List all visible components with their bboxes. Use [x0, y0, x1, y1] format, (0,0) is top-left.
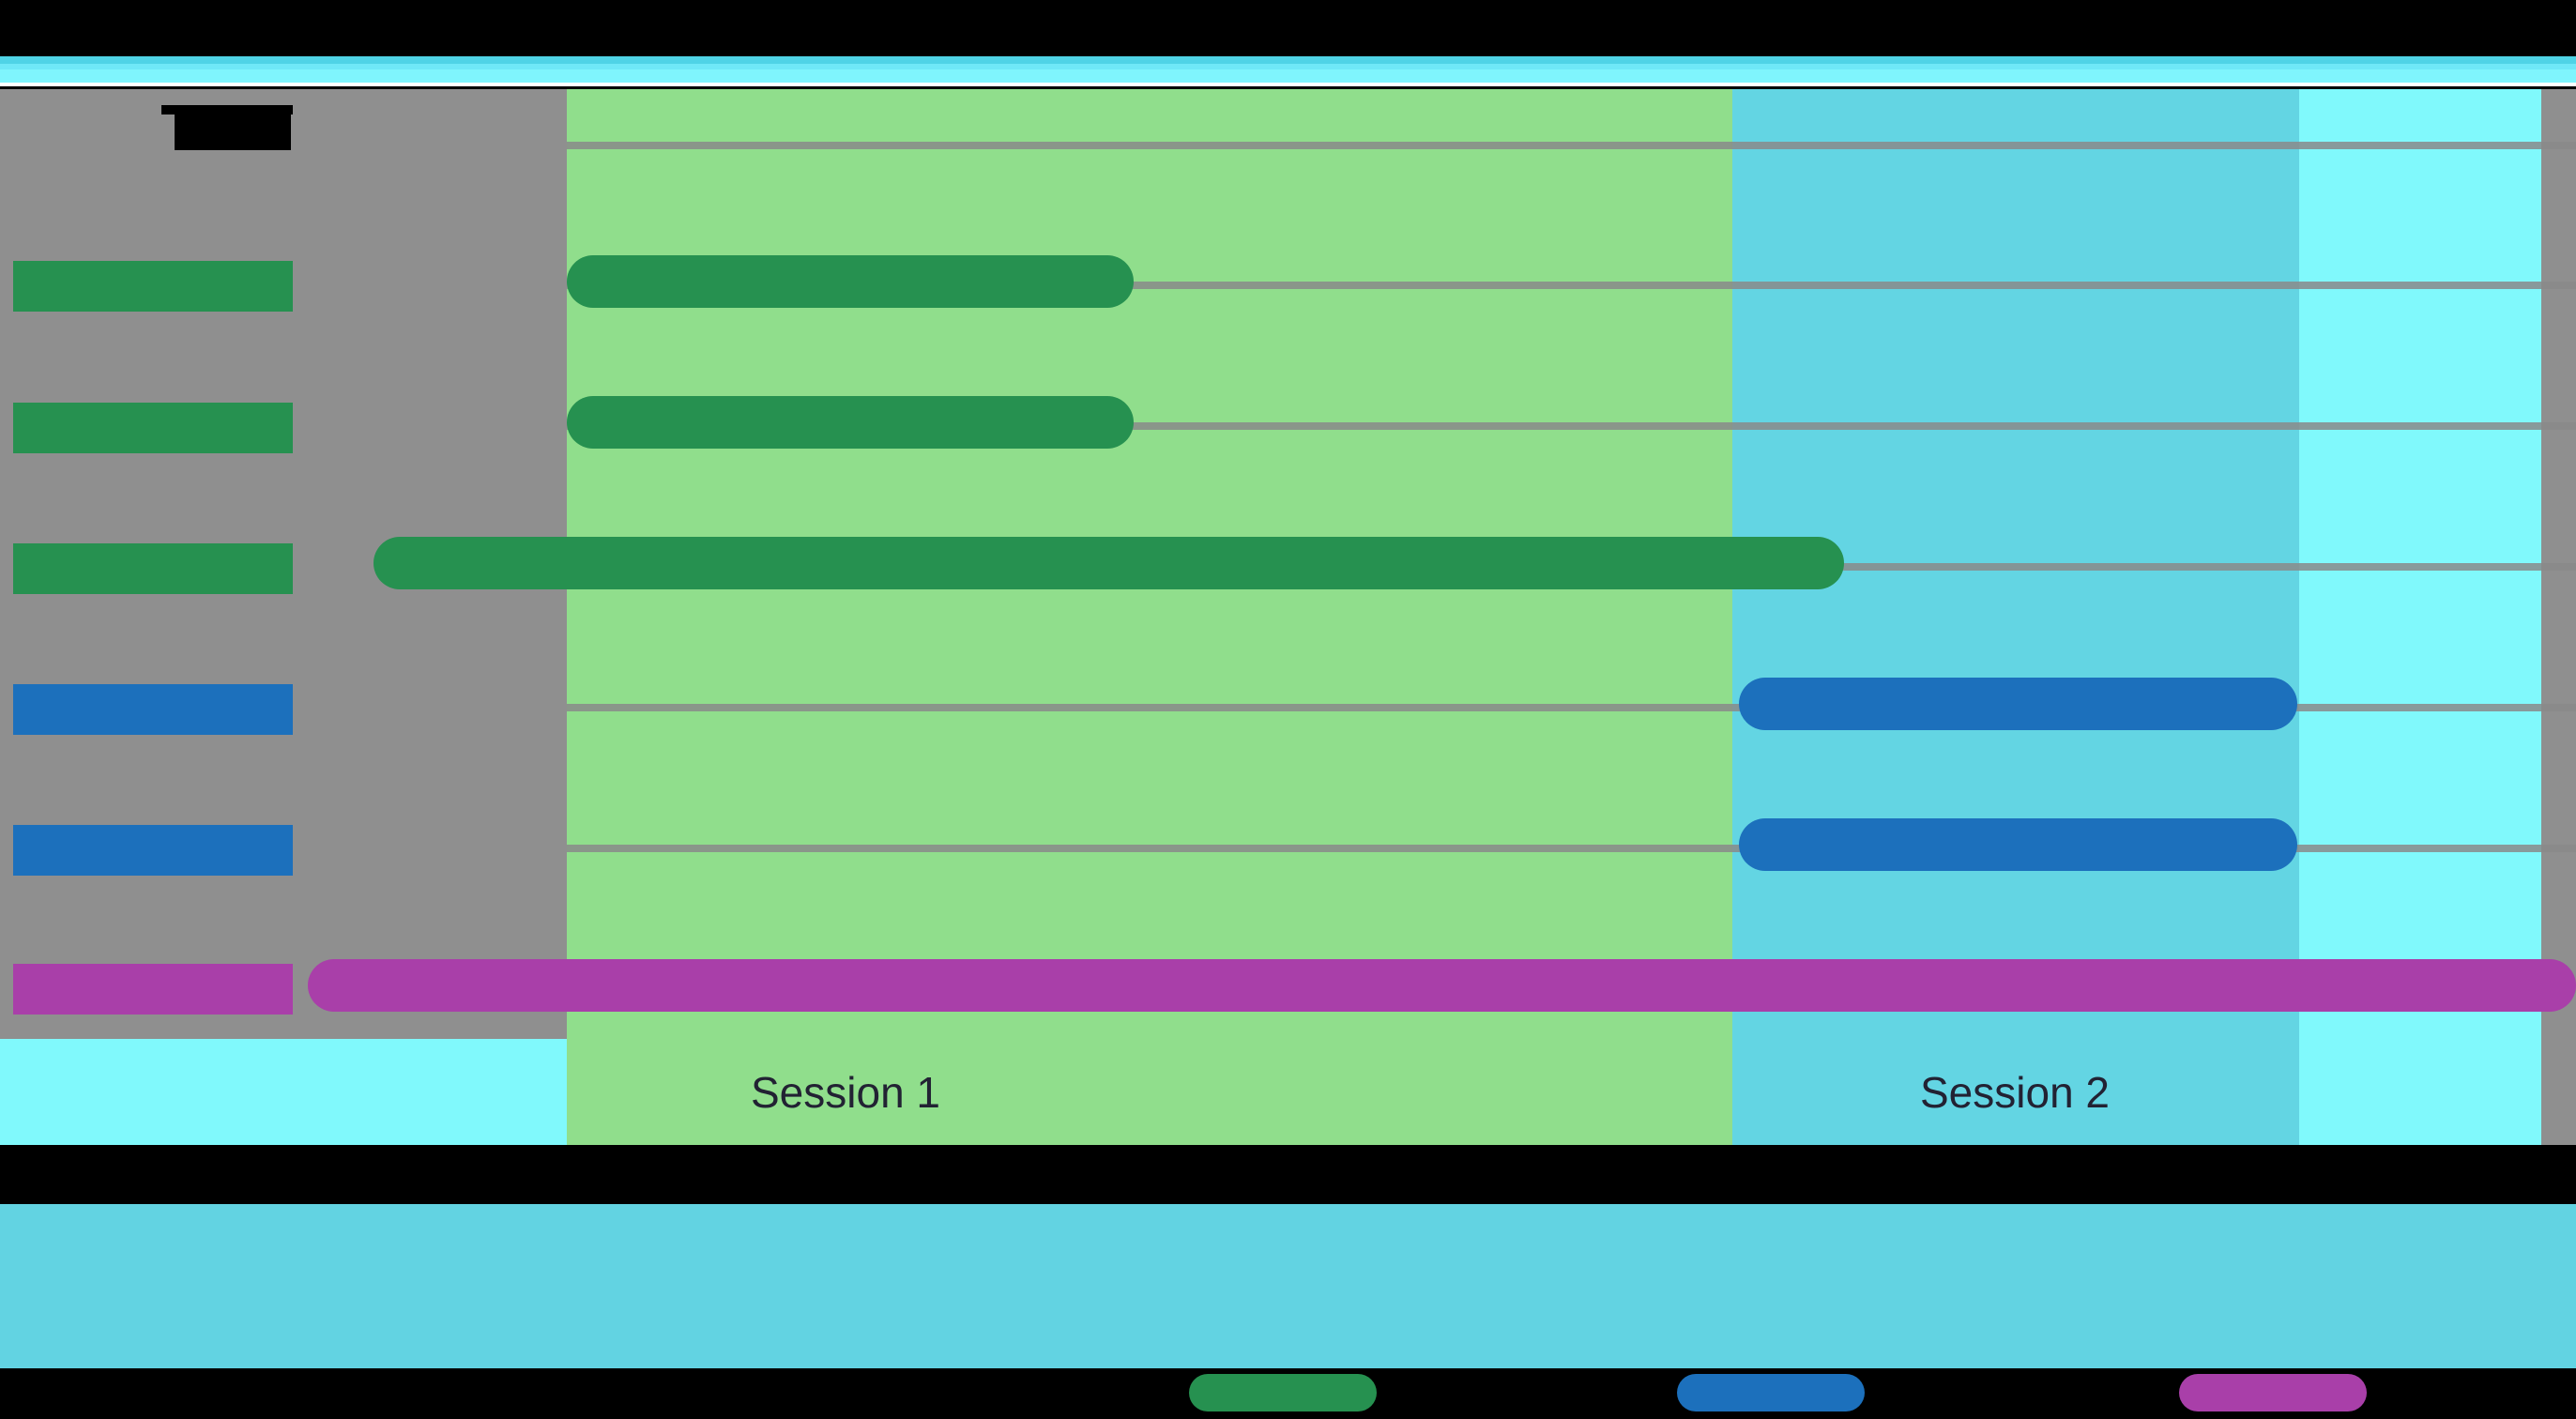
legend-swatch-group-b[interactable] [1677, 1374, 1865, 1411]
gridline-row-2 [567, 422, 2576, 430]
bar-dataset-a1[interactable] [567, 255, 1134, 308]
bar-dataset-a2[interactable] [567, 396, 1134, 449]
legend-swatch-group-a[interactable] [1189, 1374, 1377, 1411]
row-label-dataset-b1 [13, 684, 293, 735]
gridline-row-5 [567, 845, 2576, 852]
bar-dataset-b1[interactable] [1739, 678, 2297, 730]
legend-swatch-group-c[interactable] [2179, 1374, 2367, 1411]
plot-area: DataSet A1 DataSet A2 DataSet A3 DataSet… [0, 89, 2576, 1145]
bar-dataset-b2[interactable] [1739, 818, 2297, 871]
row-label-dataset-b2 [13, 825, 293, 876]
top-strip-3 [0, 69, 2576, 83]
session-1-caption: Session 1 [751, 1068, 941, 1117]
row-label-dataset-a3 [13, 543, 293, 594]
session-2-caption: Session 2 [1920, 1068, 2111, 1117]
frame-footer-strip [0, 1039, 567, 1145]
top-strip-4 [0, 83, 2576, 86]
bar-dataset-a3[interactable] [373, 537, 1844, 589]
top-strip-2 [0, 64, 2576, 69]
gridline-row-4 [567, 704, 2576, 711]
row-label-dataset-a1 [13, 261, 293, 312]
top-strip-1 [0, 56, 2576, 64]
bottom-panel [0, 1204, 2576, 1368]
column-header-redaction-body [175, 113, 291, 150]
chart-legend [0, 1368, 2576, 1419]
column-header-redaction [161, 105, 293, 114]
gridline-row-0 [567, 142, 2576, 149]
row-label-dataset-a2 [13, 403, 293, 453]
bar-dataset-c1[interactable] [308, 959, 2576, 1012]
gridline-row-1 [567, 282, 2576, 289]
row-label-dataset-c1 [13, 964, 293, 1015]
